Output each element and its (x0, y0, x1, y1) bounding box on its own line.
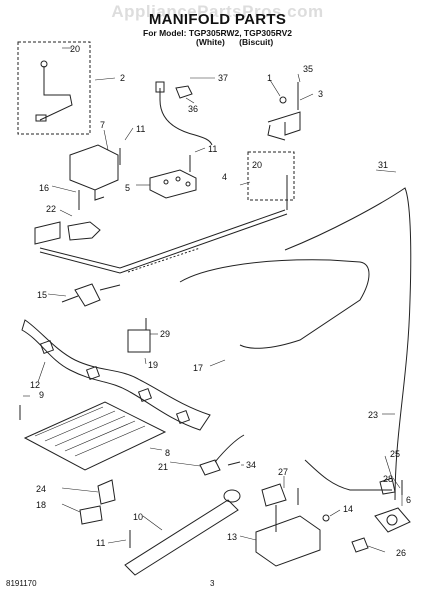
part-18-clip (79, 505, 103, 525)
callout-12: 12 (30, 380, 40, 390)
part-10-end (223, 489, 241, 503)
callout-17: 17 (193, 363, 203, 373)
callout-37: 37 (218, 73, 228, 83)
callout-16: 16 (39, 183, 49, 193)
variant-biscuit: (Biscuit) (239, 37, 274, 47)
callout-36: 36 (188, 104, 198, 114)
callout-11: 11 (208, 144, 217, 154)
part-thermocouple-wire (159, 88, 213, 146)
callout-25: 25 (390, 449, 400, 459)
part-7-tab (94, 190, 105, 201)
inset-box-top-left (17, 41, 91, 135)
part-21-ignitor (199, 459, 221, 476)
manifold-pipe (39, 209, 286, 269)
callout-11: 11 (96, 538, 105, 548)
part-10-tube (124, 499, 239, 576)
part-13-valve-body (255, 515, 321, 567)
part-14-nut (322, 514, 330, 522)
callout-27: 27 (278, 467, 288, 477)
part-25-clip (379, 477, 396, 495)
document-number: 8191170 (6, 579, 37, 588)
part-19-switch (127, 329, 151, 353)
part-26-fitting (351, 537, 369, 553)
callout-10: 10 (133, 512, 143, 522)
part-24-bracket (97, 479, 116, 505)
part-27-elbow (261, 483, 287, 507)
part-23-tube-lower (304, 459, 392, 491)
page-title: MANIFOLD PARTS (148, 11, 287, 28)
callout-4: 4 (222, 172, 227, 182)
callout-19: 19 (148, 360, 158, 370)
part-nut (279, 96, 287, 104)
callout-31: 31 (378, 160, 388, 170)
callout-24: 24 (36, 484, 46, 494)
callout-5: 5 (125, 183, 130, 193)
watermark: AppliancePartsPros.com (111, 2, 324, 21)
inset-box-right (247, 151, 295, 201)
part-34-screw (227, 461, 241, 466)
callout-9: 9 (39, 390, 44, 400)
variant-white: (White) (196, 37, 225, 47)
callout-28: 28 (383, 474, 393, 484)
part-15-outlet (99, 284, 121, 291)
part-fitting-end (35, 114, 47, 122)
part-31-tube (284, 187, 412, 501)
part-connector (155, 81, 165, 93)
callout-3: 3 (318, 89, 323, 99)
callout-18: 18 (36, 500, 46, 510)
part-8-ribs (34, 406, 146, 457)
callout-13: 13 (227, 532, 237, 542)
callout-14: 14 (343, 504, 353, 514)
part-bracket-edge (267, 124, 286, 141)
part-6-regulator (374, 507, 411, 533)
callout-8: 8 (165, 448, 170, 458)
callout-7: 7 (100, 120, 105, 130)
callout-6: 6 (406, 495, 411, 505)
part-22-bracket (34, 221, 61, 245)
part-15-valve (74, 283, 101, 307)
callout-29: 29 (160, 329, 170, 339)
manifold-dashed-guide (127, 247, 201, 273)
model-variants: (White) (Biscuit) (196, 37, 346, 47)
part-22-clip (67, 221, 101, 241)
part-12-burner (21, 319, 211, 431)
callout-26: 26 (396, 548, 406, 558)
part-21-wire (214, 434, 245, 463)
part-fitting (40, 60, 48, 68)
callout-11: 11 (136, 124, 145, 134)
callout-21: 21 (158, 462, 168, 472)
part-15-stem (61, 295, 79, 303)
callout-1: 1 (267, 73, 272, 83)
callout-35: 35 (303, 64, 313, 74)
callout-15: 15 (37, 290, 47, 300)
part-8-shield (23, 401, 167, 471)
part-7-box (69, 144, 119, 191)
model-line: For Model: TGP305RW2, TGP305RV2 (143, 28, 292, 38)
page-number: 3 (210, 579, 215, 588)
part-bracket-1 (267, 111, 301, 136)
callout-20: 20 (252, 160, 262, 170)
callout-34: 34 (246, 460, 256, 470)
manifold-pipe-edge (39, 213, 288, 274)
part-17-tube (179, 259, 370, 349)
part-clip (175, 85, 193, 99)
part-5-valve (149, 169, 197, 199)
callout-2: 2 (120, 73, 125, 83)
callout-20: 20 (70, 44, 80, 54)
callout-22: 22 (46, 204, 56, 214)
part-small-tube (39, 66, 73, 121)
callout-23: 23 (368, 410, 378, 420)
